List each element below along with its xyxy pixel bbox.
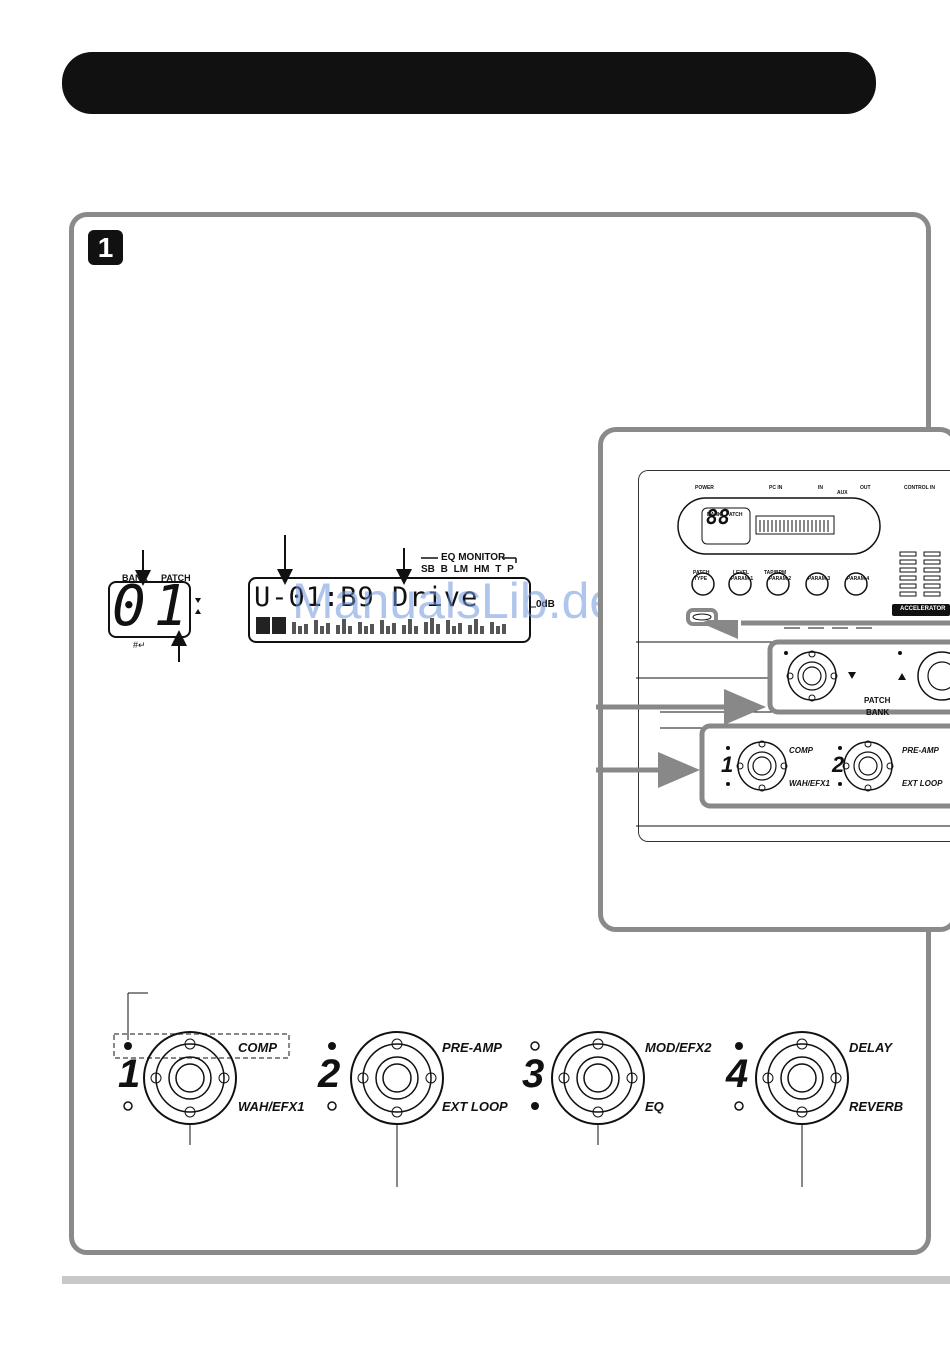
footswitch-1-bottom-label: WAH/EFX1 [238, 1099, 305, 1114]
out-label: OUT [860, 485, 871, 491]
watermark-text: ManualsLib.de [292, 573, 618, 629]
device-bank-label: BANK [707, 512, 722, 518]
eq-band-labels: SB B LM HM T P [421, 564, 514, 575]
mini-switch-2-bottom: EXT LOOP [902, 779, 943, 788]
footswitch-3-top-label: MOD/EFX2 [645, 1040, 712, 1055]
in-label: IN [818, 485, 823, 491]
footswitch-4-bottom-label: REVERB [849, 1099, 904, 1114]
footswitch-4-top-label: DELAY [849, 1040, 893, 1055]
footswitch-1-number: 1 [118, 1052, 141, 1096]
mini-switch-2-top: PRE-AMP [902, 746, 939, 755]
patch-label: PATCH [161, 573, 191, 583]
pc-in-label: PC IN [769, 485, 783, 491]
device-patch-label: PATCH [726, 512, 743, 518]
footswitch-4-number: 4 [726, 1052, 749, 1096]
device-patch-bank-label1: PATCH [864, 696, 891, 705]
knob-label-param1: PARAM 1 [731, 576, 754, 582]
knob-tag-level: LEVEL [733, 570, 750, 576]
device-illustration [636, 497, 950, 827]
footswitch-2-top-label: PRE-AMP [442, 1040, 502, 1055]
device-led-digits: 88 [706, 505, 731, 529]
hold-symbol: #↵ [133, 640, 146, 650]
zero-db-label: 0dB [536, 599, 555, 610]
knob-tag-patch: PATCH [693, 570, 710, 576]
mini-switch-1-bottom: WAH/EFX1 [789, 779, 830, 788]
knob-label-param3: PARAM 3 [808, 576, 831, 582]
footer-rule [62, 1276, 950, 1284]
eq-monitor-label: EQ MONITOR [441, 552, 506, 563]
mini-switch-1-top: COMP [789, 746, 813, 755]
footswitch-3-number: 3 [522, 1052, 545, 1096]
knob-label-param4: PARAM 4 [847, 576, 870, 582]
control-in-label: CONTROL IN [904, 485, 936, 491]
step-number-badge: 1 [88, 230, 123, 265]
knob-label-param2: PARAM 2 [769, 576, 792, 582]
footswitch-graphics [113, 1031, 849, 1125]
power-label: POWER [695, 485, 714, 491]
section-title-bar [62, 52, 876, 114]
lcd-patch-name: U-01:B9 Drive [254, 582, 479, 613]
accelerator-label: ACCELERATOR [900, 606, 946, 612]
footswitch-2-bottom-label: EXT LOOP [442, 1099, 508, 1114]
mini-switch-1-number: 1 [721, 752, 734, 777]
lcd-display [248, 577, 531, 643]
footswitch-1-top-label: COMP [238, 1040, 277, 1055]
knob-tag-tap-bpm: TAP/BPM [764, 570, 787, 576]
footswitch-3-bottom-label: EQ [645, 1099, 664, 1114]
knob-label-type: TYPE [694, 576, 708, 582]
device-top-panel [638, 470, 950, 842]
bank-patch-digits: 01 [112, 574, 196, 639]
footswitch-2-number: 2 [318, 1052, 341, 1096]
device-patch-bank-label2: BANK [866, 708, 890, 717]
mini-switch-2-number: 2 [832, 752, 845, 777]
lcd-eq-bars [256, 617, 506, 634]
aux-label: AUX [837, 490, 848, 496]
